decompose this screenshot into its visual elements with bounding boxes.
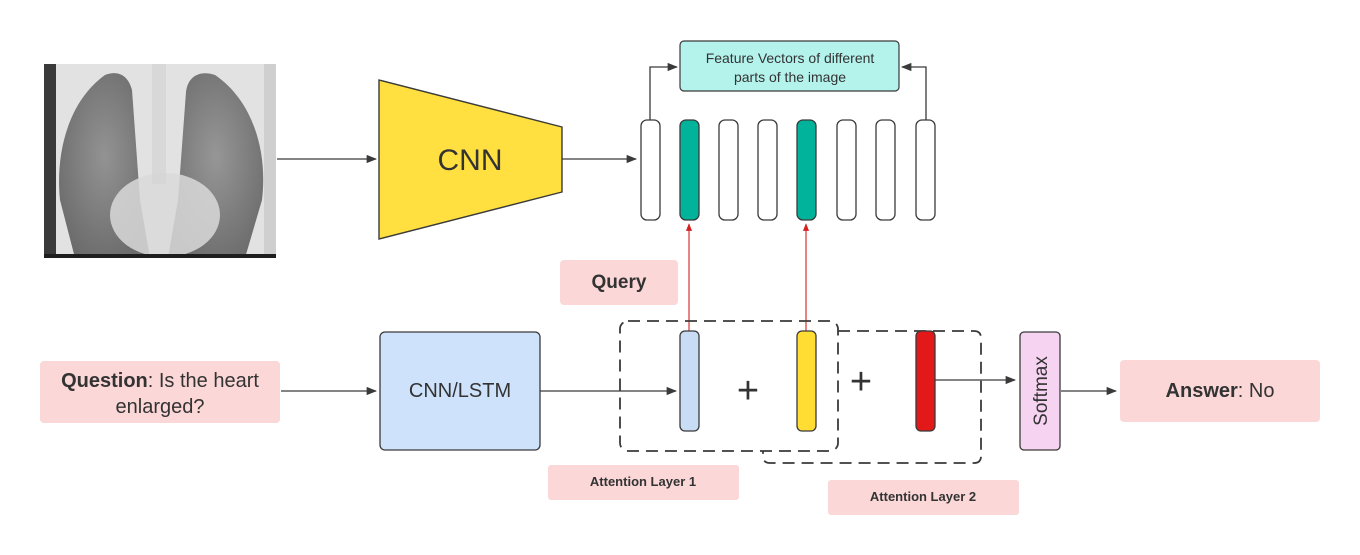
answer-bold: Answer [1166, 380, 1238, 402]
feature-caption-line1: Feature Vectors of different [706, 50, 875, 66]
query-label-box: Query [560, 260, 678, 305]
feature-vector-highlighted [679, 119, 700, 221]
answer-text: Answer: No [1166, 380, 1275, 402]
attended-vector-2 [915, 330, 936, 432]
encoder-label: CNN/LSTM [409, 380, 511, 402]
feature-vector [757, 119, 778, 221]
cnn-shape [378, 79, 563, 240]
question-line2: enlarged? [116, 396, 205, 418]
query-vector [679, 330, 700, 432]
question-rest: : Is the heart [148, 370, 260, 392]
feature-caption-line2: parts of the image [734, 69, 846, 85]
attention-layer-2-label: Attention Layer 2 [870, 489, 976, 504]
cnn-label: CNN [438, 144, 503, 177]
query-label: Query [592, 272, 647, 293]
attention-layer-1-box [619, 320, 839, 452]
arrow-right-to-feature-box [900, 62, 927, 120]
feature-vector [875, 119, 896, 221]
softmax-label: Softmax [1031, 356, 1052, 426]
answer-rest: : No [1238, 380, 1275, 402]
feature-vector [640, 119, 661, 221]
question-line1: Question: Is the heart [61, 370, 259, 392]
plus-symbol-1: + [737, 370, 759, 412]
cnn-block: CNN [378, 79, 563, 240]
arrow-left-to-feature-box [649, 62, 679, 120]
feature-vector [718, 119, 739, 221]
answer-box: Answer: No [1120, 360, 1320, 422]
feature-vectors [640, 119, 936, 221]
attention-layer-2-label-box: Attention Layer 2 [828, 480, 1019, 515]
question-box: Question: Is the heart enlarged? [40, 361, 280, 423]
attention-layer-2-box [762, 330, 982, 464]
chest-xray-image [44, 64, 276, 258]
attention-layer-1-label: Attention Layer 1 [590, 474, 696, 489]
feature-vectors-caption: Feature Vectors of different parts of th… [679, 40, 900, 92]
feature-vector-highlighted [796, 119, 817, 221]
feature-vector [915, 119, 936, 221]
softmax-block: Softmax [1019, 331, 1061, 451]
question-bold: Question [61, 370, 148, 392]
attended-vector-1 [796, 330, 817, 432]
plus-symbol-2: + [850, 361, 872, 403]
feature-vector [836, 119, 857, 221]
attention-layer-1-label-box: Attention Layer 1 [548, 465, 739, 500]
encoder-block: CNN/LSTM [379, 331, 541, 451]
